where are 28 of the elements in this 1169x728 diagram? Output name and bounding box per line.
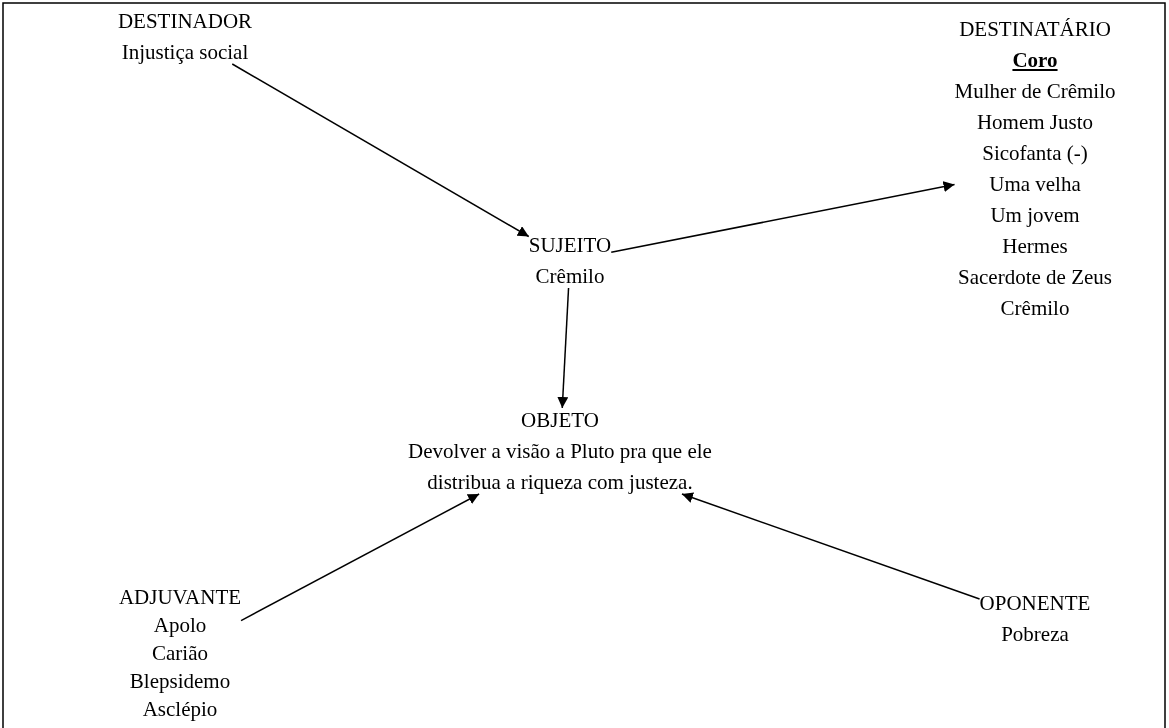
role-text: Crêmilo	[534, 263, 606, 290]
role-text: Sacerdote de Zeus	[957, 264, 1113, 291]
role-text: Sicofanta (-)	[981, 140, 1089, 167]
role-text: Apolo	[152, 612, 208, 639]
role-text: Devolver a visão a Pluto pra que ele distribua a riqueza com justeza.	[407, 438, 713, 496]
role-text: Um jovem	[989, 202, 1081, 229]
role-text: Mulher de Crêmilo	[954, 78, 1116, 105]
role-heading: OPONENTE	[979, 590, 1091, 617]
role-text: Blepsidemo	[128, 668, 232, 695]
role-heading: OBJETO	[520, 407, 600, 434]
role-text: Asclépio	[141, 696, 219, 723]
role-text: Hermes	[1001, 233, 1069, 260]
role-text: Homem Justo	[975, 109, 1095, 136]
role-text: Carião	[151, 640, 209, 667]
role-text: Injustiça social	[120, 39, 250, 66]
role-text: Coro	[1011, 47, 1059, 74]
role-text: Crêmilo	[999, 295, 1071, 322]
role-heading: SUJEITO	[528, 232, 612, 259]
role-text: Pobreza	[1000, 621, 1070, 648]
arrow	[610, 181, 956, 254]
role-heading: ADJUVANTE	[118, 584, 242, 611]
role-heading: DESTINADOR	[117, 8, 253, 35]
arrow	[231, 63, 530, 238]
arrow	[557, 287, 570, 409]
role-heading: DESTINATÁRIO	[958, 16, 1112, 43]
arrow	[681, 492, 981, 600]
arrow	[240, 493, 480, 622]
role-text: Uma velha	[988, 171, 1082, 198]
